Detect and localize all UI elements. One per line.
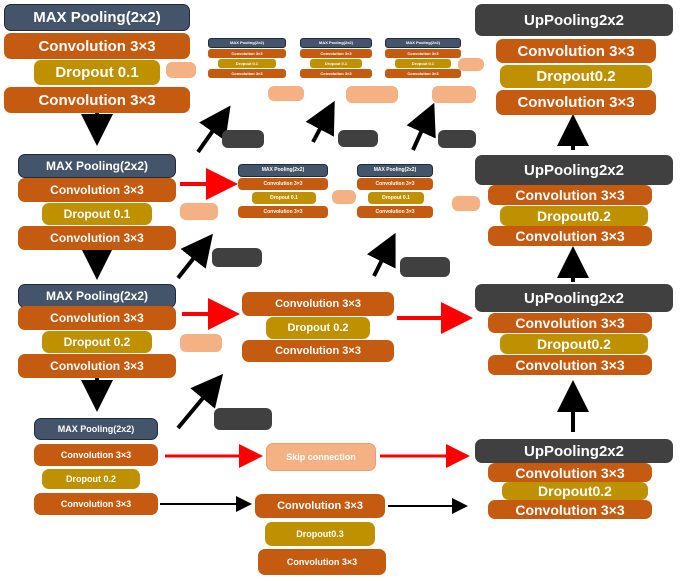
mid2a-dropout: Dropout 0.1 xyxy=(252,192,316,204)
mini-block-1 xyxy=(166,62,196,78)
dec2-dropout: Dropout0.2 xyxy=(500,206,648,226)
mini-block-4 xyxy=(432,86,476,103)
enc1-conv1: Convolution 3×3 xyxy=(4,33,190,59)
diag-arrow-4 xyxy=(176,233,213,280)
enc1-dropout: Dropout 0.1 xyxy=(34,60,160,85)
enc2-dropout: Dropout 0.1 xyxy=(42,203,152,225)
enc4-conv2: Convolution 3×3 xyxy=(34,493,158,515)
enc4-maxpool: MAX Pooling(2x2) xyxy=(34,418,158,440)
mini-block-7 xyxy=(332,190,356,204)
enc2-maxpool: MAX Pooling(2x2) xyxy=(18,154,176,178)
dec1-conv2: Convolution 3×3 xyxy=(496,90,656,115)
dark-tag-1 xyxy=(222,130,264,148)
mid1c-dropout: Dropout 0.1 xyxy=(395,59,451,68)
mini-block-2 xyxy=(268,86,304,101)
mid2b-conv1: Convolution 3×3 xyxy=(357,178,433,190)
mid2b-dropout: Dropout 0.1 xyxy=(368,192,424,204)
mini-block-5 xyxy=(458,58,484,71)
enc3-conv1: Convolution 3×3 xyxy=(18,306,176,330)
mid1c-conv2: Convolution 3×3 xyxy=(385,69,461,78)
enc4-conv1: Convolution 3×3 xyxy=(34,444,158,466)
mid1a-conv2: Convolution 3×3 xyxy=(208,69,286,78)
mid3-conv2: Convolution 3×3 xyxy=(242,340,394,362)
dec3-conv1: Convolution 3×3 xyxy=(488,313,652,333)
dec3-dropout: Dropout0.2 xyxy=(500,334,648,354)
dec2-uppooling: UpPooling2x2 xyxy=(475,155,673,185)
bottleneck-conv2: Convolution 3×3 xyxy=(258,549,386,575)
mid1c-conv1: Convolution 3×3 xyxy=(385,49,461,58)
enc1-conv2: Convolution 3×3 xyxy=(4,87,190,113)
mini-block-8 xyxy=(452,196,480,211)
mid1b-conv2: Convolution 3×3 xyxy=(300,69,372,78)
mid1a-conv1: Convolution 3×3 xyxy=(208,49,286,58)
mid2a-conv2: Convolution 3×3 xyxy=(238,206,328,218)
bottleneck-dropout: Dropout0.3 xyxy=(265,522,375,546)
dark-tag-5 xyxy=(400,257,450,277)
dark-tag-2 xyxy=(338,130,378,147)
mid1a-dropout: Dropout 0.1 xyxy=(218,59,276,68)
mid2b-maxpool: MAX Pooling(2x2) xyxy=(357,164,433,177)
diag-arrow-3 xyxy=(406,102,436,151)
mid3-conv1: Convolution 3×3 xyxy=(242,292,394,316)
dec1-conv1: Convolution 3×3 xyxy=(496,39,656,63)
diag-arrow-5 xyxy=(366,232,396,277)
dec4-conv1: Convolution 3×3 xyxy=(488,463,652,482)
enc2-conv2: Convolution 3×3 xyxy=(18,226,176,250)
mid2a-maxpool: MAX Pooling(2x2) xyxy=(238,164,328,177)
mid3-dropout: Dropout 0.2 xyxy=(266,317,370,339)
skip-connection: Skip connection xyxy=(266,443,376,471)
dark-tag-6 xyxy=(214,408,272,430)
dec2-conv1: Convolution 3×3 xyxy=(488,185,652,205)
mid1c-maxpool: MAX Pooling(2x2) xyxy=(385,38,461,48)
enc3-conv2: Convolution 3×3 xyxy=(18,354,176,378)
mid1b-maxpool: MAX Pooling(2x2) xyxy=(300,38,372,48)
diag-arrow-6 xyxy=(176,373,224,430)
mini-block-9 xyxy=(180,334,222,352)
enc3-maxpool: MAX Pooling(2x2) xyxy=(18,284,176,308)
diag-arrow-1 xyxy=(196,105,231,154)
dark-tag-3 xyxy=(438,130,476,148)
mini-block-6 xyxy=(180,203,218,220)
dec4-dropout: Dropout0.2 xyxy=(502,482,648,500)
enc4-dropout: Dropout 0.2 xyxy=(42,469,140,489)
dec3-uppooling: UpPooling2x2 xyxy=(475,284,673,312)
dec2-conv2: Convolution 3×3 xyxy=(488,226,652,246)
dec4-uppooling: UpPooling2x2 xyxy=(475,439,673,463)
dec1-uppooling: UpPooling2x2 xyxy=(475,4,673,36)
mid1b-conv1: Convolution 3×3 xyxy=(300,49,372,58)
enc3-dropout: Dropout 0.2 xyxy=(42,331,152,353)
mid2a-conv1: Convolution 3×3 xyxy=(238,178,328,190)
dark-tag-4 xyxy=(212,248,262,267)
mid1a-maxpool: MAX Pooling(2x2) xyxy=(208,38,286,48)
dec3-conv2: Convolution 3×3 xyxy=(488,355,652,375)
bottleneck-conv1: Convolution 3×3 xyxy=(255,494,385,518)
mini-block-3 xyxy=(346,86,398,103)
dec4-conv2: Convolution 3×3 xyxy=(488,500,652,519)
mid2b-conv2: Convolution 3×3 xyxy=(357,206,433,218)
enc1-maxpool: MAX Pooling(2x2) xyxy=(4,4,190,31)
enc2-conv1: Convolution 3×3 xyxy=(18,178,176,202)
dec1-dropout: Dropout0.2 xyxy=(500,65,652,88)
mid1b-dropout: Dropout 0.1 xyxy=(310,59,362,68)
diag-arrow-2 xyxy=(305,100,335,143)
